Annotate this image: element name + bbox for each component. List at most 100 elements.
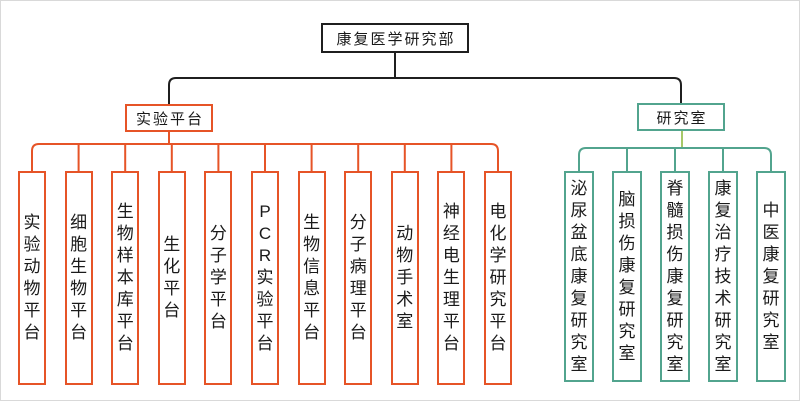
platform-node: 电化学研究平台 <box>484 171 512 385</box>
lab-node: 泌尿盆底康复研究室 <box>564 171 594 382</box>
node-char: 研 <box>762 288 780 308</box>
node-char: 电 <box>489 202 507 221</box>
node-char: 学 <box>209 268 227 287</box>
node-char: 分 <box>209 224 227 243</box>
node-char: 神 <box>442 202 460 221</box>
branch-node-platforms: 实验平台 <box>125 104 213 132</box>
node-char: 信 <box>303 257 321 276</box>
node-char: 室 <box>762 332 780 352</box>
node-char: 电 <box>442 246 460 265</box>
node-char: 实 <box>256 268 274 287</box>
node-char: 物 <box>303 235 321 254</box>
node-char: 息 <box>303 279 321 298</box>
node-char: 复 <box>762 266 780 286</box>
node-char: 子 <box>349 235 367 254</box>
node-char: 泌 <box>570 178 588 198</box>
platform-node: 生化平台 <box>157 171 186 385</box>
node-char: 脑 <box>618 189 636 209</box>
platform-node: 分子病理平台 <box>344 171 373 385</box>
node-char: 平 <box>256 312 274 331</box>
node-char: 台 <box>256 334 274 353</box>
node-char: 平 <box>163 279 181 298</box>
lab-node: 中医康复研究室 <box>756 171 786 382</box>
node-char: 康 <box>666 266 684 286</box>
node-char: 损 <box>666 222 684 242</box>
node-char: 究 <box>489 290 507 309</box>
node-char: 究 <box>762 310 780 330</box>
node-char: 样 <box>116 246 134 265</box>
node-char: 平 <box>489 312 507 331</box>
node-char: 台 <box>163 301 181 320</box>
node-char: 本 <box>116 268 134 287</box>
node-char: 分 <box>349 213 367 232</box>
node-char: 复 <box>618 277 636 297</box>
node-char: 台 <box>303 323 321 342</box>
node-char: 究 <box>618 321 636 341</box>
root-node: 康复医学研究部 <box>321 23 469 53</box>
node-char: 伤 <box>618 233 636 253</box>
node-char: 术 <box>714 288 732 308</box>
node-char: 康 <box>762 244 780 264</box>
node-char: 台 <box>489 334 507 353</box>
node-char: 平 <box>209 290 227 309</box>
node-char: 损 <box>618 211 636 231</box>
node-char: 康 <box>714 178 732 198</box>
node-char: 复 <box>666 288 684 308</box>
lab-node: 脑损伤康复研究室 <box>612 171 642 382</box>
node-char: 细 <box>70 213 88 232</box>
node-char: 台 <box>442 334 460 353</box>
node-char: 伤 <box>666 244 684 264</box>
node-char: 台 <box>70 323 88 342</box>
platform-node: 动物手术室 <box>390 171 419 385</box>
node-char: 治 <box>714 222 732 242</box>
node-char: 验 <box>256 290 274 309</box>
node-char: 研 <box>666 310 684 330</box>
lab-node: 脊髓损伤康复研究室 <box>660 171 690 382</box>
node-char: 室 <box>618 343 636 363</box>
node-char: 研 <box>618 299 636 319</box>
node-char: 究 <box>714 332 732 352</box>
node-char: C <box>258 224 272 243</box>
node-char: 动 <box>23 257 41 276</box>
platform-node: 神经电生理平台 <box>437 171 466 385</box>
node-char: 尿 <box>570 200 588 220</box>
node-char: 病 <box>349 257 367 276</box>
node-char: 台 <box>209 312 227 331</box>
node-char: 底 <box>570 244 588 264</box>
node-char: 医 <box>762 222 780 242</box>
node-char: 理 <box>349 279 367 298</box>
node-char: 研 <box>489 268 507 287</box>
node-char: 中 <box>762 200 780 220</box>
node-char: P <box>259 202 271 221</box>
platform-node: 实验动物平台 <box>18 171 46 385</box>
node-char: 技 <box>714 266 732 286</box>
platform-node: 细胞生物平台 <box>64 171 93 385</box>
node-char: 化 <box>489 224 507 243</box>
node-char: 复 <box>570 288 588 308</box>
node-char: 平 <box>116 312 134 331</box>
lab-node: 康复治疗技术研究室 <box>708 171 738 382</box>
node-char: 物 <box>396 246 414 265</box>
node-char: 化 <box>163 257 181 276</box>
node-char: 平 <box>70 301 88 320</box>
node-char: 物 <box>23 279 41 298</box>
node-char: 子 <box>209 246 227 265</box>
node-char: 理 <box>442 290 460 309</box>
node-char: 实 <box>23 213 41 232</box>
node-char: 复 <box>714 200 732 220</box>
platform-node: 分子学平台 <box>204 171 233 385</box>
node-char: 研 <box>714 310 732 330</box>
node-char: 物 <box>70 279 88 298</box>
node-char: 术 <box>396 290 414 309</box>
node-char: 学 <box>489 246 507 265</box>
node-char: 台 <box>349 323 367 342</box>
node-char: 室 <box>396 312 414 331</box>
node-char: 生 <box>303 213 321 232</box>
node-char: 究 <box>666 332 684 352</box>
node-char: 手 <box>396 268 414 287</box>
node-char: 胞 <box>70 235 88 254</box>
node-char: 生 <box>70 257 88 276</box>
node-char: 室 <box>570 354 588 374</box>
platform-node: 生物信息平台 <box>297 171 326 385</box>
